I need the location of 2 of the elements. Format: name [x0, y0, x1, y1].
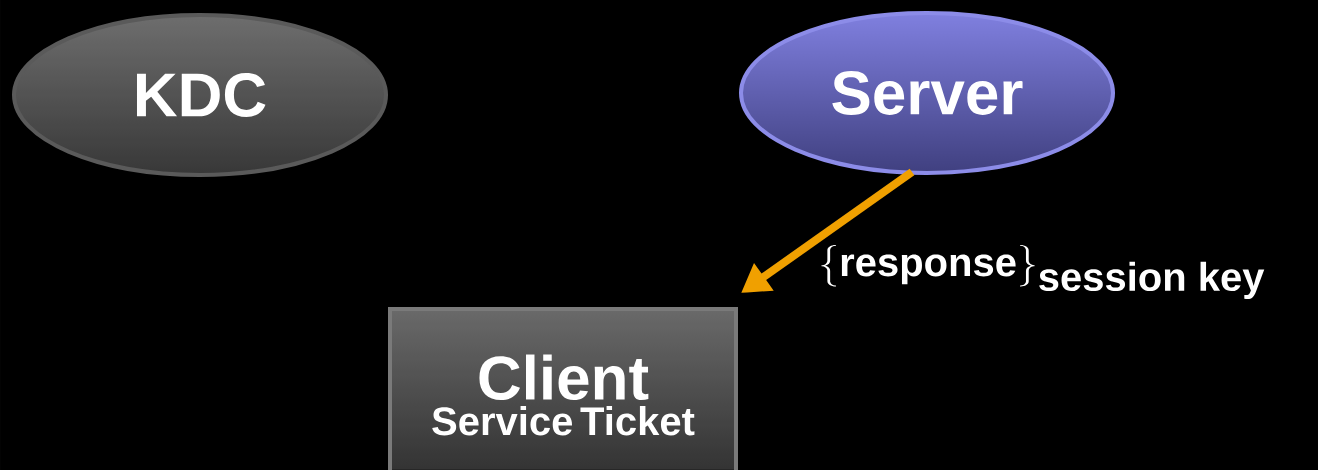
client-box: Client Service Ticket — [388, 307, 738, 470]
edge-label: $\{\textbf{response}\}_{\textbf{session key}}$ — [821, 244, 1265, 300]
